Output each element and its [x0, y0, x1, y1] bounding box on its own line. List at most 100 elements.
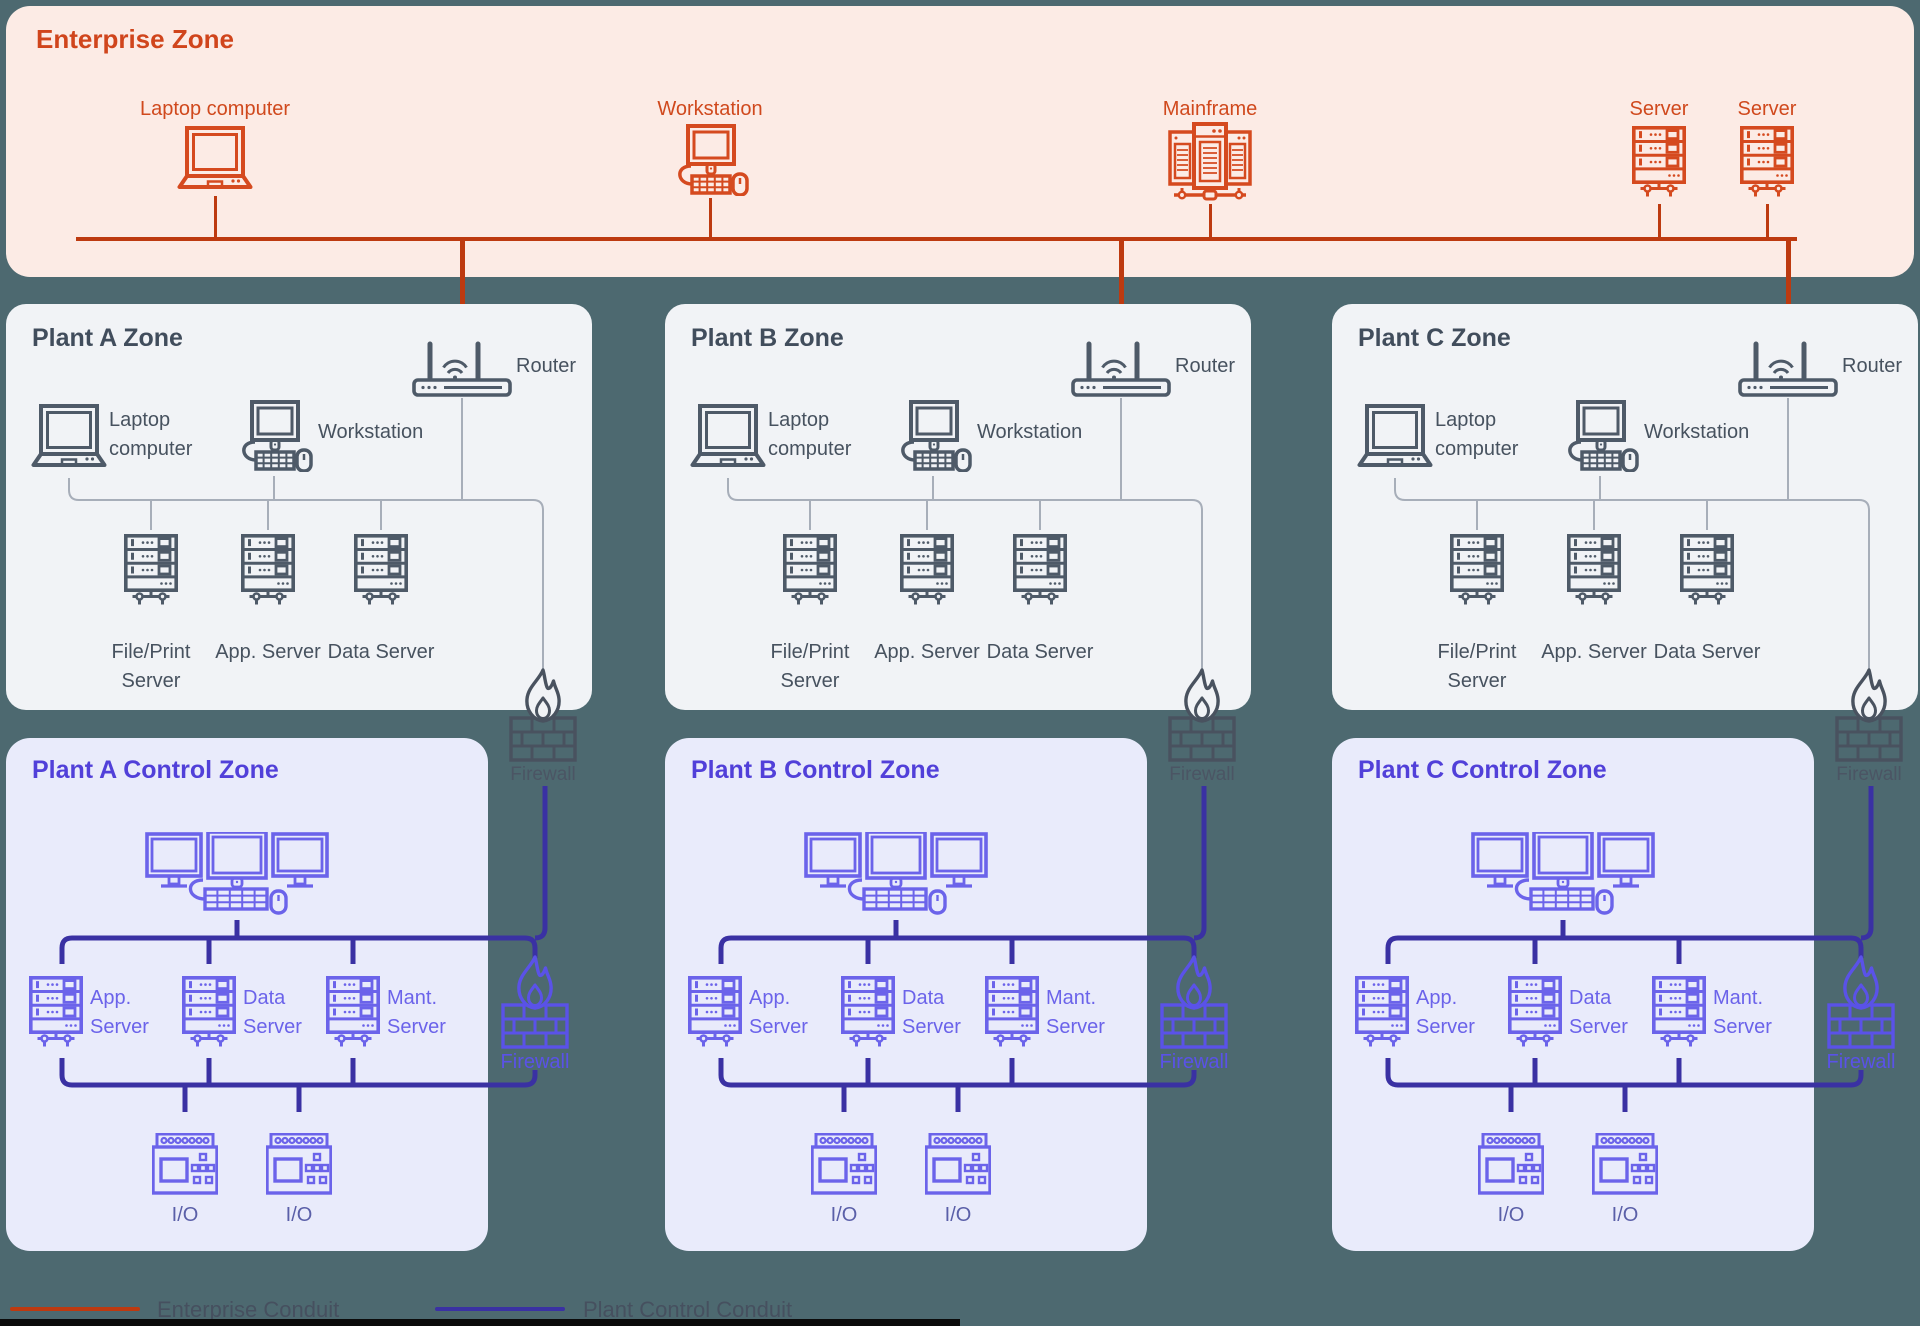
- control-conduit-lines: [59, 786, 548, 1112]
- firewall-label: Firewall: [1169, 764, 1235, 785]
- server-label: Data Server: [1569, 987, 1628, 1038]
- workstation-label: Workstation: [657, 98, 763, 120]
- server-icon: [1652, 976, 1706, 1052]
- firewall-icon: [1160, 955, 1228, 1049]
- io-label: I/O: [944, 1204, 972, 1226]
- workstation-label: Workstation: [977, 421, 1083, 443]
- control-conduit-lines: [718, 786, 1207, 1112]
- plant-a-control-zone-panel: Plant A Control Zone App. Server Data Se…: [6, 738, 569, 1251]
- enterprise-bus-line: [76, 237, 1797, 241]
- plant-zone-title: Plant B Zone: [691, 324, 844, 352]
- control-zone-title: Plant A Control Zone: [32, 756, 279, 784]
- workstation-icon: [235, 400, 313, 472]
- workstation-icon: [894, 400, 972, 472]
- enterprise-conduit-drop-a: [459, 238, 465, 330]
- server-label: App. Server: [749, 987, 808, 1038]
- server-icon: [841, 976, 895, 1052]
- plant-zone-lines: [727, 398, 1203, 675]
- firewall-label: Firewall: [1826, 1051, 1896, 1073]
- server-icon: [1740, 126, 1794, 202]
- server-label: Server: [1629, 98, 1689, 120]
- plant-zone-title: Plant C Zone: [1358, 324, 1511, 352]
- legend-enterprise-conduit-label: Enterprise Conduit: [157, 1297, 340, 1322]
- server-icon: [354, 534, 408, 610]
- hmi-monitors-icon: [145, 832, 329, 916]
- plant-a-zone-panel: Plant A Zone Router Laptop computer Work…: [6, 304, 592, 785]
- io-label: I/O: [1611, 1204, 1639, 1226]
- server-icon: [124, 534, 178, 610]
- laptop-label: Laptop computer: [109, 409, 193, 460]
- firewall-icon: [1827, 955, 1895, 1049]
- router-icon: [412, 340, 512, 398]
- laptop-label: Laptop computer: [768, 409, 852, 460]
- enterprise-conduit-drop-c: [1785, 238, 1791, 330]
- server-label: Mant. Server: [1046, 987, 1105, 1038]
- server-label: File/Print Server: [111, 641, 191, 692]
- laptop-icon: [690, 404, 766, 470]
- firewall-label: Firewall: [1159, 1051, 1229, 1073]
- hmi-monitors-icon: [804, 832, 988, 916]
- laptop-icon: [31, 404, 107, 470]
- server-label: File/Print Server: [1437, 641, 1517, 692]
- server-icon: [1450, 534, 1504, 610]
- firewall-blue: Firewall: [495, 955, 575, 1074]
- server-label: Data Server: [986, 641, 1094, 663]
- io-label: I/O: [830, 1204, 858, 1226]
- server-icon: [1680, 534, 1734, 610]
- legend-plant-control-conduit-line: [435, 1307, 565, 1311]
- router-label: Router: [516, 355, 577, 377]
- enterprise-zone-panel: Enterprise Zone Laptop computer Workstat…: [6, 6, 1914, 277]
- plant-zone-lines: [1394, 398, 1870, 675]
- io-module-icon: [1478, 1133, 1544, 1195]
- workstation-stub-line: [708, 198, 712, 237]
- server-label: File/Print Server: [770, 641, 850, 692]
- laptop-label: Laptop computer: [139, 98, 291, 120]
- server-icon: [182, 976, 236, 1052]
- server-icon: [783, 534, 837, 610]
- control-zone-title: Plant C Control Zone: [1358, 756, 1607, 784]
- server-icon: [688, 976, 742, 1052]
- firewall-blue: Firewall: [1154, 955, 1234, 1074]
- mainframe-label: Mainframe: [1162, 98, 1258, 120]
- server-icon: [900, 534, 954, 610]
- plant-zone-lines: [68, 398, 544, 675]
- io-label: I/O: [1497, 1204, 1525, 1226]
- io-module-icon: [811, 1133, 877, 1195]
- firewall-gray: Firewall: [503, 668, 583, 786]
- plant-c-zone-panel: Plant C Zone Router Laptop computer Work…: [1332, 304, 1918, 785]
- plant-c-control-zone-panel: Plant C Control Zone App. Server Data Se…: [1332, 738, 1895, 1251]
- server-label: App. Server: [1541, 641, 1647, 663]
- server-icon: [241, 534, 295, 610]
- server-label: Mant. Server: [1713, 987, 1772, 1038]
- io-module-icon: [1592, 1133, 1658, 1195]
- server-icon: [1508, 976, 1562, 1052]
- laptop-label: Laptop computer: [1435, 409, 1519, 460]
- workstation-icon: [671, 124, 749, 196]
- router-label: Router: [1842, 355, 1903, 377]
- plant-zone-title: Plant A Zone: [32, 324, 183, 352]
- firewall-label: Firewall: [510, 764, 576, 785]
- server-stub-line: [1765, 204, 1769, 237]
- server-stub-line: [1657, 204, 1661, 237]
- firewall-blue: Firewall: [1821, 955, 1901, 1074]
- server-icon: [326, 976, 380, 1052]
- control-zone-title: Plant B Control Zone: [691, 756, 940, 784]
- router-label: Router: [1175, 355, 1236, 377]
- enterprise-zone-title: Enterprise Zone: [36, 24, 234, 54]
- control-conduit-lines: [1385, 786, 1874, 1112]
- bottom-edge-bar: [0, 1319, 960, 1326]
- server-label: Data Server: [327, 641, 435, 663]
- server-label: Data Server: [1653, 641, 1761, 663]
- workstation-label: Workstation: [318, 421, 424, 443]
- workstation-icon: [1561, 400, 1639, 472]
- enterprise-conduit-drop-b: [1118, 238, 1124, 330]
- laptop-stub-line: [213, 196, 217, 237]
- firewall-label: Firewall: [1836, 764, 1902, 785]
- io-module-icon: [152, 1133, 218, 1195]
- server-icon: [1355, 976, 1409, 1052]
- server-label: App. Server: [874, 641, 980, 663]
- plant-b-control-zone-panel: Plant B Control Zone App. Server Data Se…: [665, 738, 1228, 1251]
- laptop-icon: [1357, 404, 1433, 470]
- server-label: Server: [1737, 98, 1797, 120]
